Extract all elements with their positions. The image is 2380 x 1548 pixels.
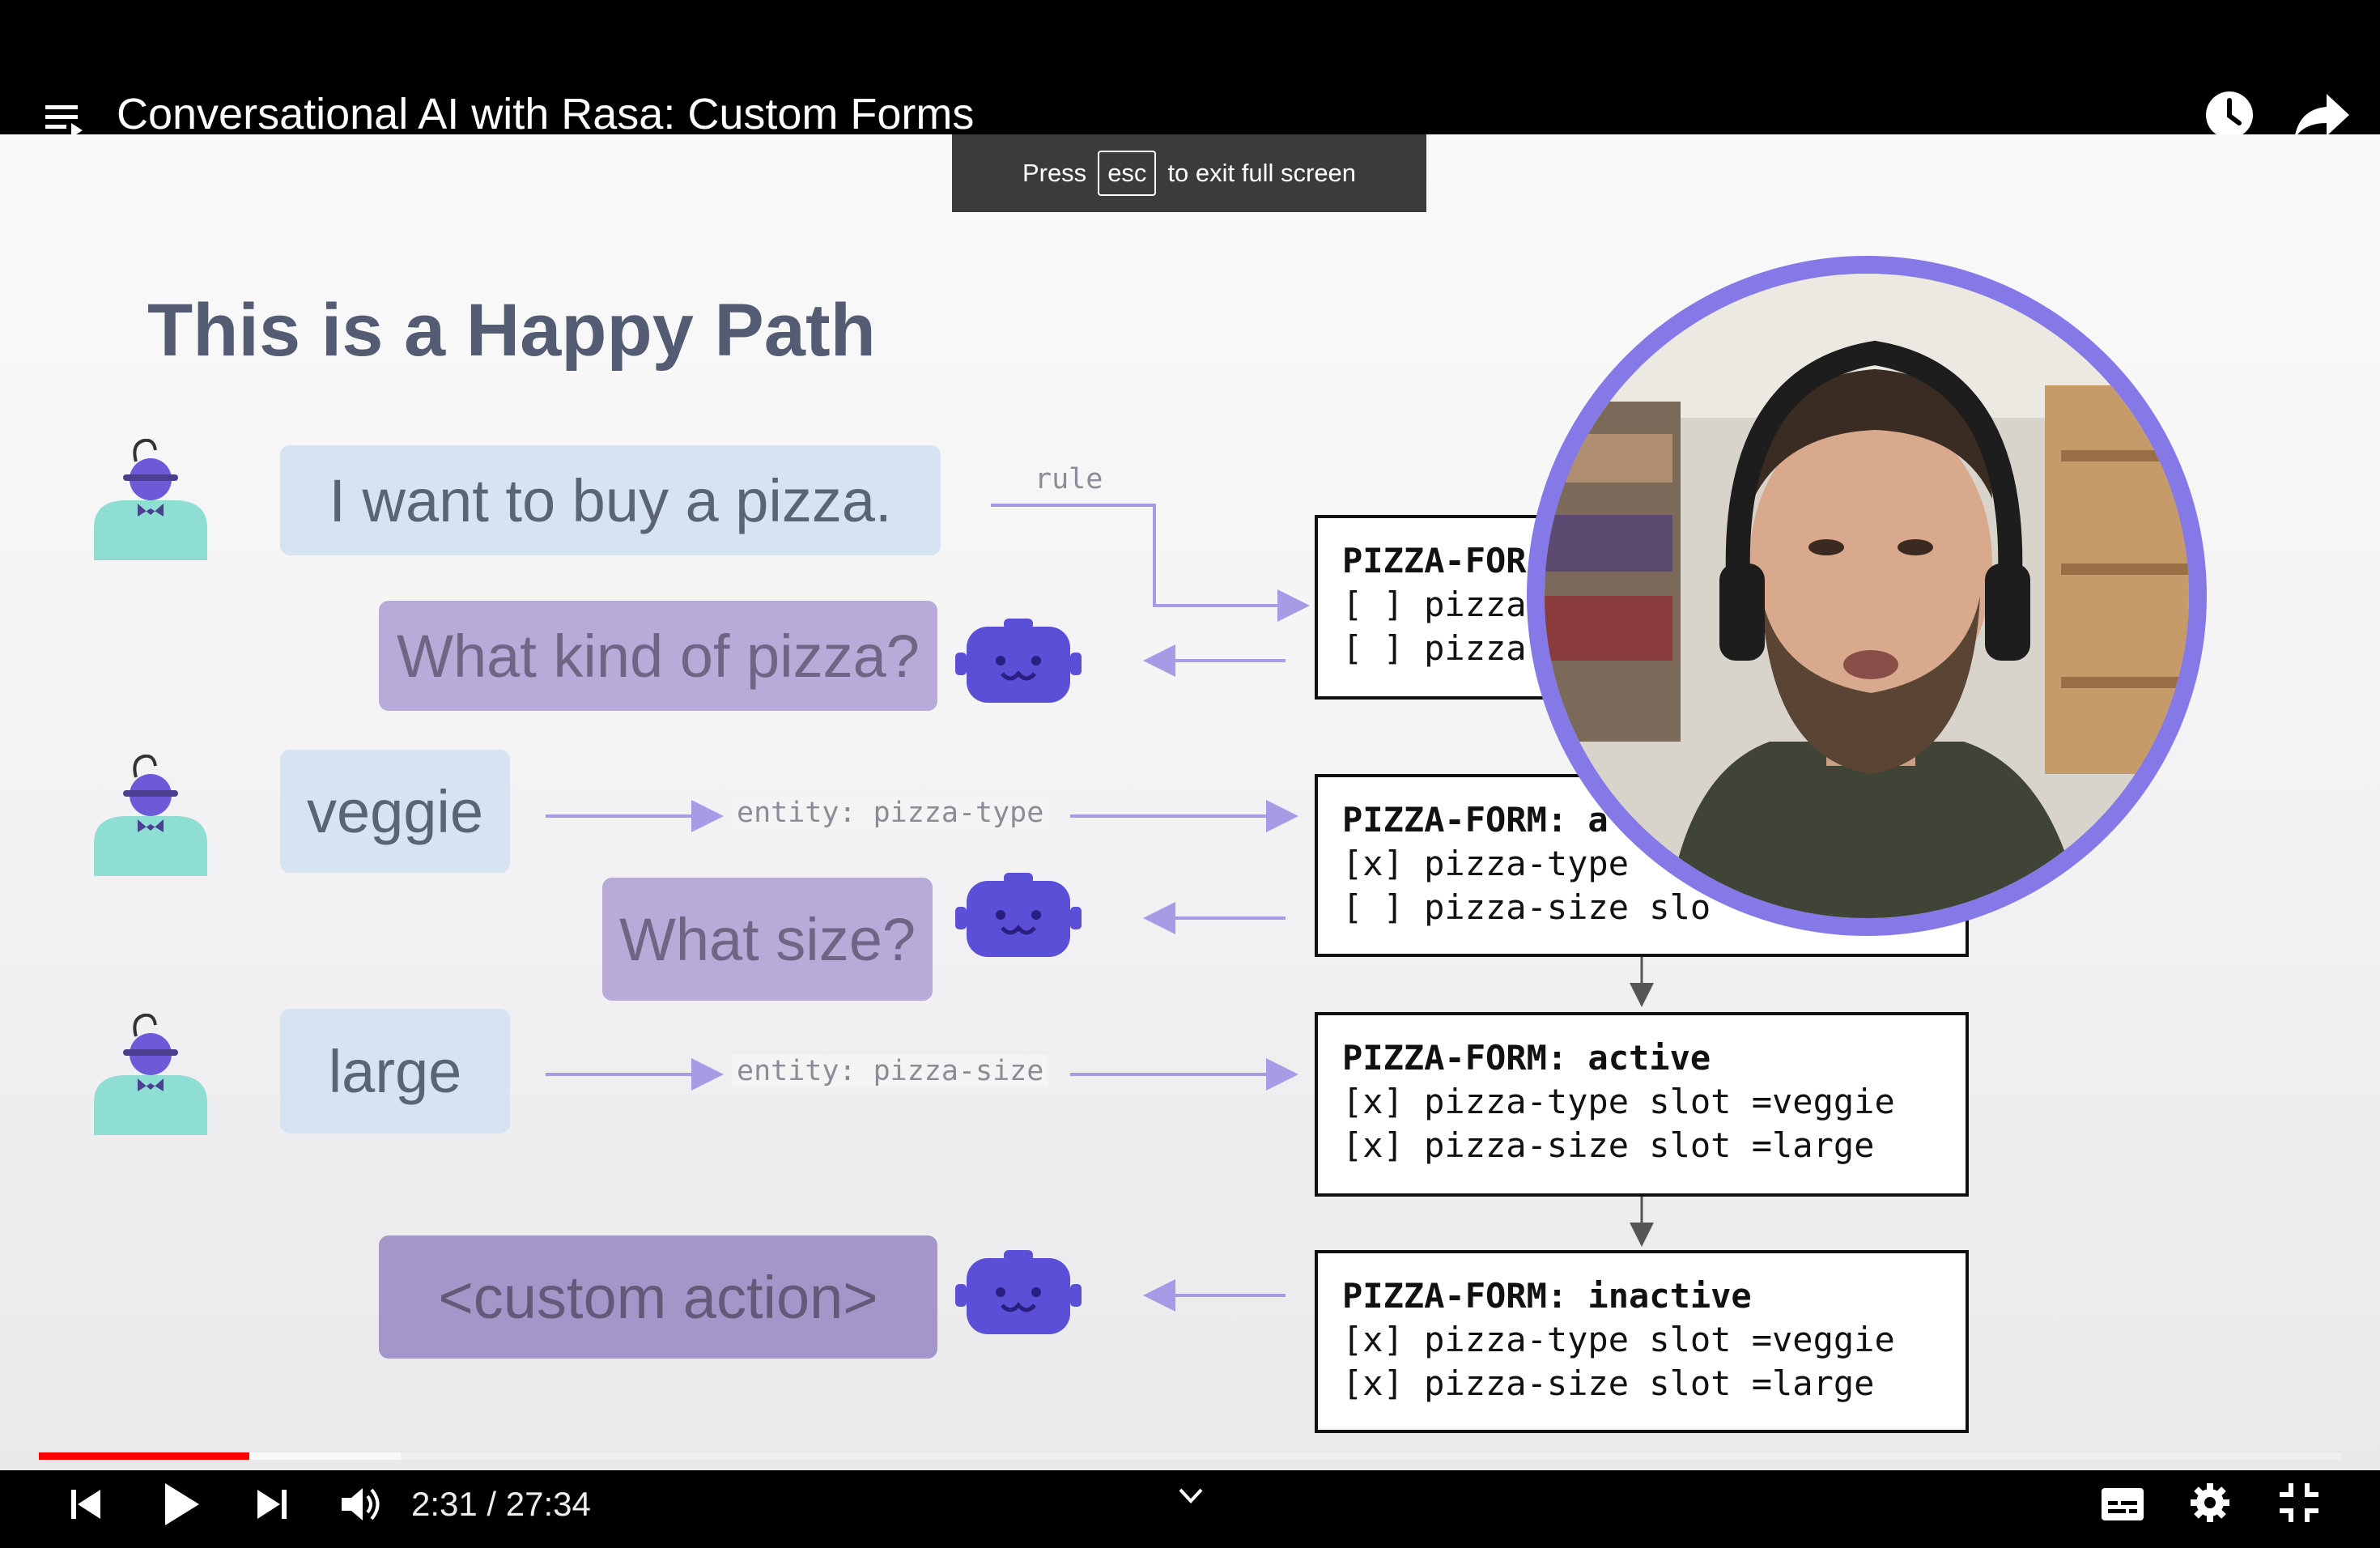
form-status-line: PIZZA-FORM: active [1342,1038,1711,1078]
next-icon[interactable] [254,1485,290,1524]
top-bar: Conversational AI with Rasa: Custom Form… [0,0,2380,139]
form-state-box: PIZZA-FORM: active [x] pizza-type slot =… [1315,1012,1969,1197]
subtitles-icon[interactable] [2100,1485,2145,1524]
user-avatar-icon [94,1014,207,1135]
bot-icon [955,1250,1082,1334]
esc-key-badge: esc [1098,151,1157,196]
bot-message-bubble: What size? [602,878,933,1001]
progress-played [39,1452,249,1460]
form-slot-line: [x] pizza-size slot =large [1342,1125,1875,1165]
entity-label-size: entity: pizza-size [732,1055,1049,1087]
gear-icon[interactable] [2189,1482,2231,1524]
volume-icon[interactable] [338,1483,384,1525]
playlist-menu-icon[interactable] [44,99,86,141]
form-slot-line: [x] pizza-type slot =veggie [1342,1082,1895,1121]
previous-icon[interactable] [68,1485,104,1524]
form-slot-line: [ ] pizza [1342,628,1527,668]
bot-message-bubble: What kind of pizza? [379,601,937,711]
user-message-bubble: I want to buy a pizza. [280,445,941,555]
bot-icon [955,619,1082,703]
form-slot-line: [x] pizza-type [1342,844,1630,883]
clock-icon[interactable] [2204,89,2255,141]
share-icon[interactable] [2293,91,2351,142]
user-avatar-icon [94,755,207,876]
chevron-down-icon[interactable] [1177,1486,1205,1506]
form-status-line: PIZZA-FORM: a [1342,800,1609,840]
rule-label: rule [1035,463,1103,495]
hint-suffix: to exit full screen [1167,159,1357,187]
exit-fullscreen-icon[interactable] [2278,1482,2320,1524]
video-title[interactable]: Conversational AI with Rasa: Custom Form… [117,90,975,138]
play-icon[interactable] [160,1480,202,1529]
exit-fullscreen-hint: Press esc to exit full screen [952,134,1426,212]
form-slot-line: [ ] pizza-size slo [1342,887,1711,927]
form-state-box: PIZZA-FORM: inactive [x] pizza-type slot… [1315,1250,1969,1433]
form-slot-line: [x] pizza-type slot =veggie [1342,1320,1895,1359]
bot-icon [955,873,1082,957]
hint-prefix: Press [1022,159,1087,187]
slide-title: This is a Happy Path [147,289,876,372]
bot-message-bubble: <custom action> [379,1235,937,1359]
progress-bar[interactable] [39,1452,2341,1460]
video-frame[interactable]: This is a Happy Path rule entity: pizza-… [0,134,2380,1470]
player-controls: 2:31 / 27:34 [0,1470,2380,1548]
flow-arrows [546,504,1654,1312]
presenter-webcam [1527,256,2207,936]
user-message-bubble: large [280,1009,510,1133]
time-display: 2:31 / 27:34 [411,1485,591,1523]
form-slot-line: [x] pizza-size slot =large [1342,1363,1875,1403]
user-avatar-icon [94,439,207,560]
form-status-line: PIZZA-FOR [1342,541,1527,580]
form-status-line: PIZZA-FORM: inactive [1342,1276,1752,1316]
form-slot-line: [ ] pizza [1342,585,1527,624]
entity-label-type: entity: pizza-type [732,797,1049,829]
user-message-bubble: veggie [280,750,510,873]
presenter-video-image [1545,274,2189,918]
